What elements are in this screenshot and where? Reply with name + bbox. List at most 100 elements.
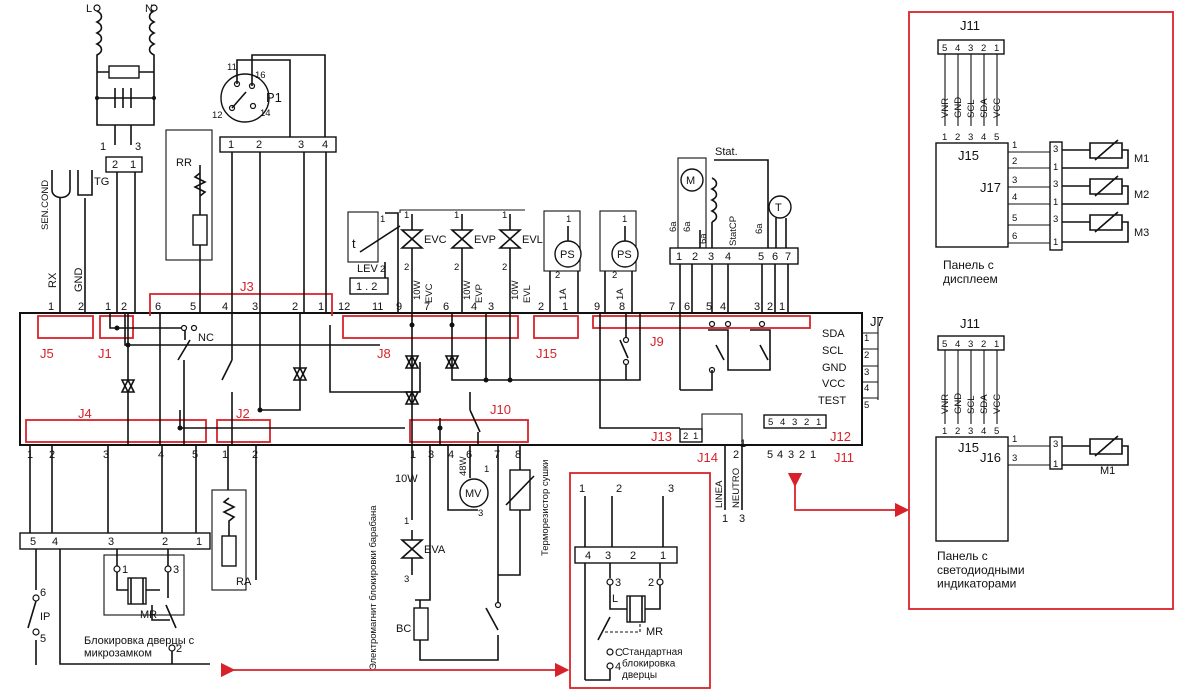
thermistor: Терморезистор сушки <box>497 445 551 576</box>
svg-text:1: 1 <box>105 301 111 313</box>
svg-text:LINEA: LINEA <box>714 480 725 508</box>
svg-text:4: 4 <box>981 426 986 437</box>
svg-text:3: 3 <box>968 43 973 54</box>
svg-text:6a: 6a <box>682 221 693 232</box>
svg-text:5: 5 <box>994 132 999 143</box>
svg-text:5: 5 <box>864 400 869 411</box>
connector-labels: J5 J1 J3 J8 J15 J9 J4 J2 J10 J13 J14 J12… <box>40 279 884 465</box>
svg-text:1: 1 <box>693 431 698 442</box>
svg-text:SCL: SCL <box>966 100 977 118</box>
svg-text:T: T <box>775 202 782 214</box>
svg-text:J8: J8 <box>377 346 391 361</box>
svg-text:10W: 10W <box>412 280 423 300</box>
svg-text:2: 2 <box>955 426 960 437</box>
svg-text:3: 3 <box>404 574 409 585</box>
svg-text:4: 4 <box>158 449 164 461</box>
red-arrow-to-panels <box>787 472 910 518</box>
svg-text:1: 1 <box>380 214 385 225</box>
svg-text:TEST: TEST <box>818 395 846 407</box>
svg-text:2: 2 <box>538 301 544 313</box>
svg-text:3: 3 <box>428 449 434 461</box>
svg-text:1: 1 <box>196 536 202 548</box>
svg-text:t: t <box>352 236 356 251</box>
svg-text:6: 6 <box>684 301 690 313</box>
svg-text:1: 1 <box>622 214 627 225</box>
svg-text:VNR: VNR <box>940 394 951 414</box>
svg-text:7: 7 <box>494 449 500 461</box>
svg-text:J13: J13 <box>651 429 672 444</box>
svg-text:4: 4 <box>864 383 869 394</box>
svg-text:7: 7 <box>424 301 430 313</box>
svg-text:J7: J7 <box>870 314 884 329</box>
svg-text:4: 4 <box>725 251 731 263</box>
svg-text:VCC: VCC <box>992 394 1003 414</box>
svg-text:3: 3 <box>968 132 973 143</box>
pressure-switch-1: PS 1 2 1A <box>543 210 582 313</box>
svg-text:4: 4 <box>471 301 477 313</box>
svg-text:5: 5 <box>40 633 46 645</box>
ip-switch: 6 IP 5 <box>27 549 50 665</box>
svg-text:3: 3 <box>968 339 973 350</box>
svg-text:5: 5 <box>190 301 196 313</box>
svg-text:3: 3 <box>792 417 797 428</box>
svg-text:5: 5 <box>192 449 198 461</box>
svg-text:EVL: EVL <box>522 234 543 246</box>
svg-text:VCC: VCC <box>992 98 1003 118</box>
svg-text:1: 1 <box>130 159 136 171</box>
svg-text:5: 5 <box>706 301 712 313</box>
svg-text:1: 1 <box>228 139 234 151</box>
svg-text:3: 3 <box>754 301 760 313</box>
j12-block: 5 4 3 2 1 <box>763 414 827 429</box>
svg-text:SCL: SCL <box>966 396 977 414</box>
svg-text:2: 2 <box>252 449 258 461</box>
svg-text:EVP: EVP <box>474 284 485 303</box>
connector-highlights-top <box>25 293 811 443</box>
svg-text:J2: J2 <box>236 406 250 421</box>
rr-heater: RR <box>165 129 213 313</box>
svg-text:12: 12 <box>338 301 350 313</box>
svg-text:4: 4 <box>981 132 986 143</box>
svg-text:J17: J17 <box>980 180 1001 195</box>
svg-text:PS: PS <box>617 249 632 261</box>
svg-text:11: 11 <box>372 301 383 313</box>
svg-text:4: 4 <box>955 339 960 350</box>
svg-text:1: 1 <box>404 516 409 527</box>
svg-text:2: 2 <box>256 139 262 151</box>
svg-text:1: 1 <box>410 449 416 461</box>
svg-text:12: 12 <box>212 110 223 121</box>
svg-text:J15: J15 <box>536 346 557 361</box>
svg-text:StatCP: StatCP <box>728 216 739 246</box>
pressure-switch-2: PS 1 2 1A <box>599 210 639 313</box>
svg-text:3: 3 <box>739 513 745 525</box>
svg-text:6a: 6a <box>754 223 765 234</box>
svg-text:10W: 10W <box>510 280 521 300</box>
svg-text:Электромагнит блокировки бараб: Электромагнит блокировки барабана <box>368 505 379 670</box>
svg-text:2: 2 <box>162 536 168 548</box>
svg-text:1A: 1A <box>615 288 626 300</box>
mv-motor: MV 48W 1 3 <box>447 445 489 519</box>
svg-text:EVA: EVA <box>424 544 446 556</box>
svg-text:3: 3 <box>968 426 973 437</box>
drum-magnet: BC Электромагнит блокировки барабана <box>368 505 502 670</box>
svg-text:3: 3 <box>1053 179 1058 190</box>
svg-text:14: 14 <box>260 108 271 119</box>
svg-text:J15: J15 <box>958 440 979 455</box>
board-internal-wiring <box>109 172 771 445</box>
svg-text:1: 1 <box>122 564 128 576</box>
svg-text:SEN.COND: SEN.COND <box>40 180 51 230</box>
svg-text:J3: J3 <box>240 279 254 294</box>
svg-text:1: 1 <box>779 301 785 313</box>
svg-text:3: 3 <box>252 301 258 313</box>
svg-text:Stat.: Stat. <box>715 146 738 158</box>
svg-text:4: 4 <box>585 550 591 562</box>
svg-text:1: 1 <box>562 301 568 313</box>
svg-text:EVC: EVC <box>424 234 447 246</box>
svg-text:1: 1 <box>454 210 459 221</box>
svg-text:5: 5 <box>768 417 773 428</box>
j13-block: 2 1 <box>679 413 743 445</box>
svg-text:5: 5 <box>30 536 36 548</box>
svg-text:4: 4 <box>1012 192 1017 203</box>
